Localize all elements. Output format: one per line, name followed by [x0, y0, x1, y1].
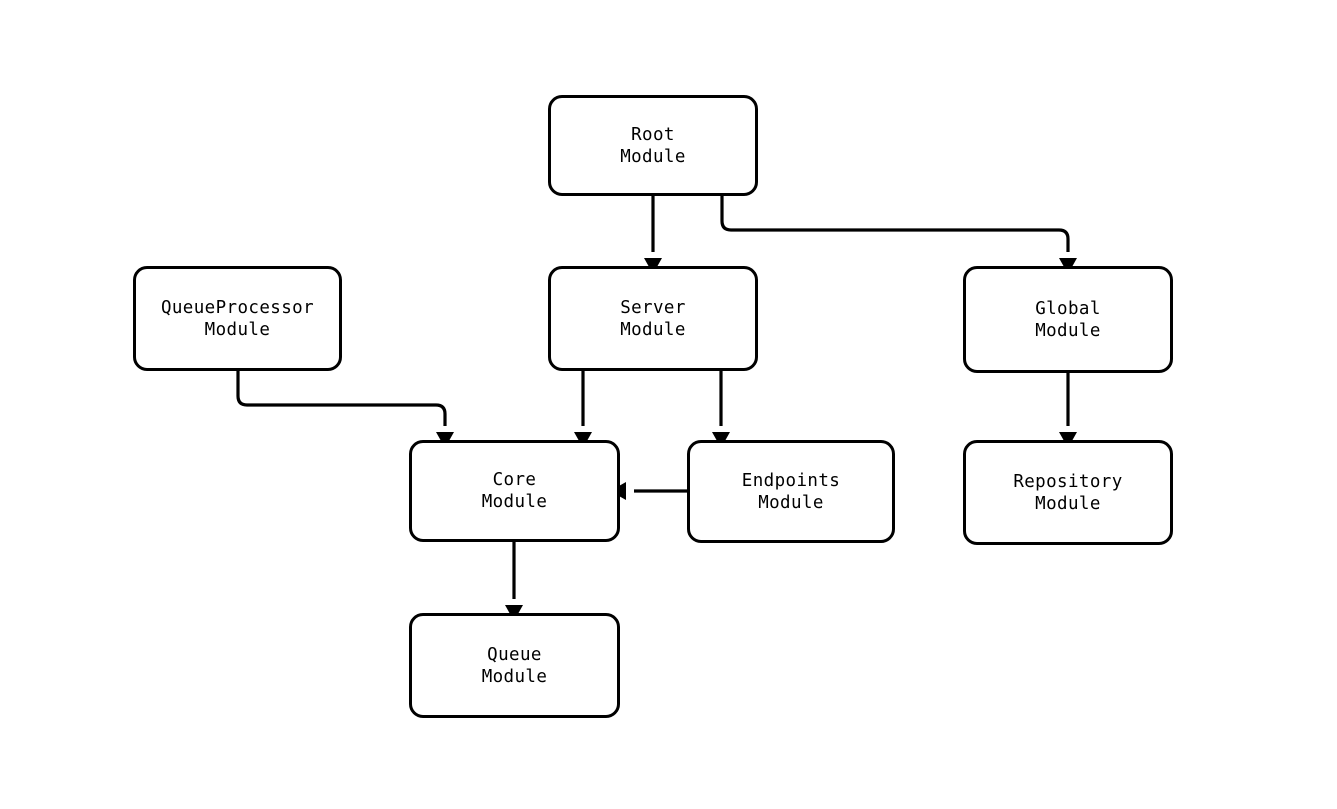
node-label-queue: Queue Module [481, 644, 548, 687]
node-label-server: Server Module [620, 297, 686, 340]
node-label-root: Root Module [620, 124, 686, 167]
edge-queueprocessor-to-core [236, 371, 447, 426]
node-queueprocessor[interactable]: QueueProcessor Module [133, 266, 342, 371]
node-label-queueprocessor: QueueProcessor Module [160, 297, 315, 340]
node-global[interactable]: Global Module [963, 266, 1173, 373]
node-label-global: Global Module [1035, 298, 1101, 341]
node-endpoints[interactable]: Endpoints Module [687, 440, 895, 543]
node-server[interactable]: Server Module [548, 266, 758, 371]
node-label-repository: Repository Module [1013, 471, 1123, 514]
node-label-endpoints: Endpoints Module [741, 470, 841, 513]
node-root[interactable]: Root Module [548, 95, 758, 196]
node-core[interactable]: Core Module [409, 440, 620, 542]
node-queue[interactable]: Queue Module [409, 613, 620, 718]
node-label-core: Core Module [481, 470, 548, 512]
edge-root-to-global [720, 196, 1070, 252]
node-repository[interactable]: Repository Module [963, 440, 1173, 545]
